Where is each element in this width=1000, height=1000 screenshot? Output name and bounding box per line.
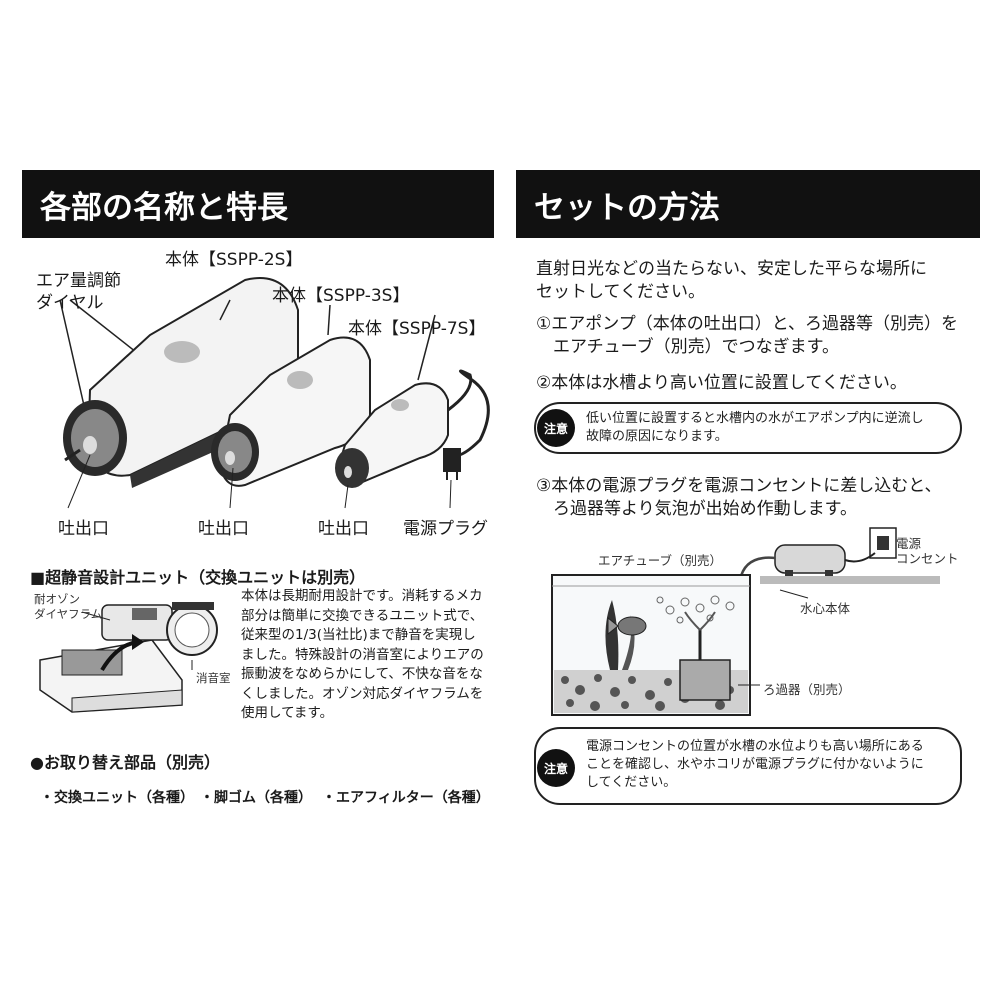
- desc-line: 振動波をなめらかにして、不快な音をな: [241, 666, 483, 682]
- desc-line: 本体は長期耐用設計です。消耗するメカ: [241, 588, 483, 604]
- replacement-part-item: ・脚ゴム（各種）: [200, 790, 312, 806]
- model-sspp-3s-label: 本体【SSPP-3S】: [272, 286, 410, 306]
- caution-text-1: 低い位置に設置すると水槽内の水がエアポンプ内に逆流し 故障の原因になります。: [586, 410, 924, 446]
- aquarium-setup-diagram: [551, 527, 940, 716]
- pump-sspp-7s: [335, 369, 490, 488]
- right-section-header: セットの方法: [516, 170, 980, 238]
- left-section-header: 各部の名称と特長: [22, 170, 494, 238]
- outlet-label-3: 吐出口: [318, 519, 369, 539]
- caution-line: 電源コンセントの位置が水槽の水位よりも高い場所にある: [586, 739, 924, 754]
- desc-line: ました。特殊設計の消音室によりエアの: [241, 646, 484, 663]
- filter-box: [679, 659, 731, 701]
- caution-badge-2: 注意: [537, 749, 575, 787]
- diaphragm-label-line1: 耐オゾン: [34, 592, 80, 606]
- power-plug-label: 電源プラグ: [403, 519, 488, 539]
- diaphragm-label-line2: ダイヤフラム: [34, 607, 103, 621]
- replacement-part-item: ・エアフィルター（各種）: [322, 790, 490, 806]
- intro-line2: セットしてください。: [536, 282, 705, 302]
- desc-line: 使用してます。: [241, 705, 334, 721]
- chamber-label: 消音室: [196, 671, 231, 685]
- left-header-title: 各部の名称と特長: [40, 189, 288, 226]
- caution-line: してください。: [586, 775, 677, 790]
- caution-text-2: 電源コンセントの位置が水槽の水位よりも高い場所にある ことを確認し、水やホコリが…: [586, 738, 924, 792]
- model-sspp-7s-label: 本体【SSPP-7S】: [348, 319, 486, 339]
- silent-unit-description: 本体は長期耐用設計です。消耗するメカ 部分は簡単に交換できるユニット式で、 従来…: [241, 587, 503, 724]
- outlet-label-line1: 電源: [896, 536, 922, 551]
- step3-line1: ③本体の電源プラグを電源コンセントに差し込むと、: [536, 476, 942, 496]
- caution-box-1: [534, 402, 962, 454]
- caution-badge-1: 注意: [537, 409, 575, 447]
- caution-line: 故障の原因になります。: [586, 429, 728, 444]
- right-header-title: セットの方法: [534, 189, 720, 226]
- pump-body-label: 水心本体: [800, 601, 851, 616]
- filter-label: ろ過器（別売）: [763, 682, 851, 697]
- silent-unit-title: ■超静音設計ユニット（交換ユニットは別売）: [30, 568, 366, 587]
- dial-label-line1: エア量調節: [36, 271, 121, 291]
- replacement-parts-title: ●お取り替え部品（別売）: [30, 753, 220, 772]
- caution-line: 低い位置に設置すると水槽内の水がエアポンプ内に逆流し: [586, 411, 924, 426]
- desc-line: 部分は簡単に交換できるユニット式で、: [241, 607, 484, 624]
- desc-line: 従来型の1/3(当社比)まで静音を実現し: [241, 627, 476, 643]
- step3-line2: ろ過器等より気泡が出始め作動します。: [536, 499, 857, 519]
- replacement-part-item: ・交換ユニット（各種）: [40, 790, 194, 806]
- caution-box-2: [534, 727, 962, 805]
- silent-unit-illustration: [39, 602, 218, 713]
- intro-line1: 直射日光などの当たらない、安定した平らな場所に: [536, 259, 927, 279]
- caution-line: ことを確認し、水やホコリが電源プラグに付かないように: [586, 757, 924, 772]
- outlet-label-1: 吐出口: [58, 519, 109, 539]
- pump-sspp-2s: [63, 277, 299, 488]
- pump-body: [774, 544, 846, 574]
- step2-text: ②本体は水槽より高い位置に設置してください。: [536, 373, 907, 393]
- dial-label-line2: ダイヤル: [36, 293, 104, 313]
- pump-models-illustration: [59, 277, 490, 509]
- step1-line2: エアチューブ（別売）でつなぎます。: [536, 337, 839, 357]
- step1-line1: ①エアポンプ（本体の吐出口）と、ろ過器等（別売）を: [536, 314, 959, 334]
- outlet-label-line2: コンセント: [896, 551, 959, 566]
- model-sspp-2s-label: 本体【SSPP-2S】: [165, 250, 303, 270]
- outlet-label-2: 吐出口: [198, 519, 249, 539]
- desc-line: くしました。オゾン対応ダイヤフラムを: [241, 685, 484, 702]
- air-tube-label: エアチューブ（別売）: [598, 553, 723, 568]
